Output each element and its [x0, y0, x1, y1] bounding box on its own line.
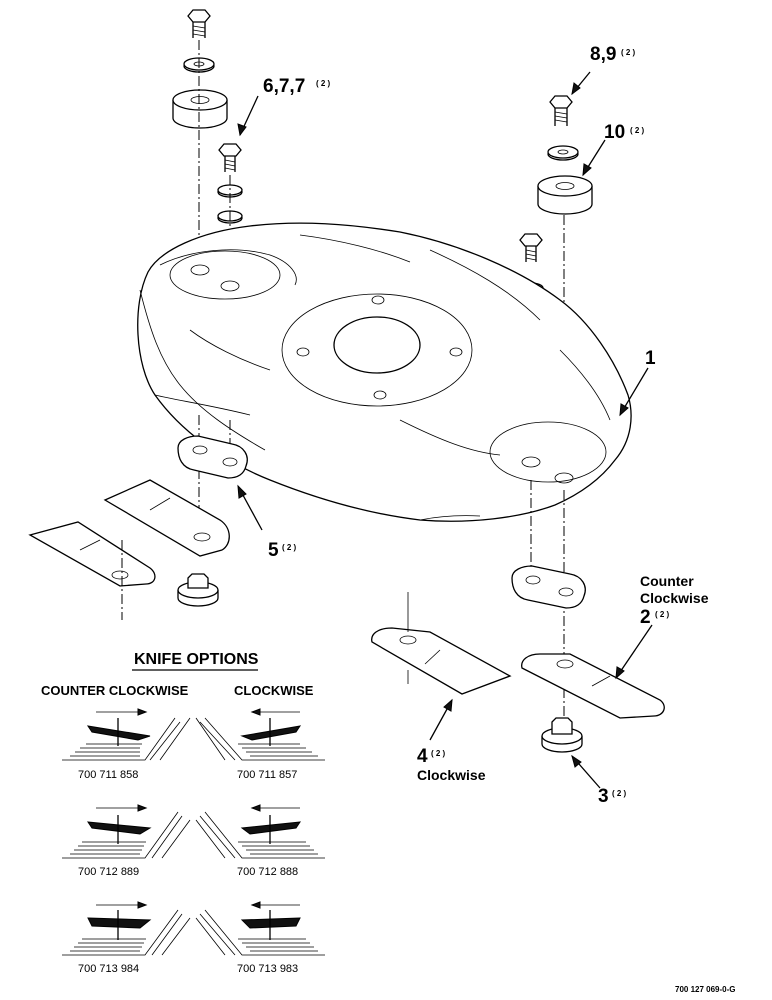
callout-10-qty: ( 2 ) — [630, 126, 645, 135]
knife-option-ccw-3-part: 700 713 984 — [78, 963, 139, 975]
callout-3-number: 3 — [598, 786, 609, 807]
knife-option-ccw-1-part: 700 711 858 — [78, 769, 138, 781]
knife-options-col-right: CLOCKWISE — [234, 683, 314, 698]
right-knife-bolt — [541, 717, 583, 753]
callout-4-desc: Clockwise — [417, 767, 486, 783]
right-knife-holder — [511, 565, 586, 609]
knife-option-cw-3-part: 700 713 983 — [237, 963, 298, 975]
knife-option-cw-2-icon — [195, 804, 325, 859]
callout-1-number: 1 — [645, 348, 656, 369]
left-inner-bolt — [218, 143, 242, 172]
knife-option-cw-3-icon — [195, 901, 325, 956]
knife-option-ccw-1-icon — [62, 708, 191, 761]
knife-option-ccw-2-icon — [62, 804, 191, 859]
leader-2 — [615, 624, 653, 679]
callout-3-qty: ( 2 ) — [612, 789, 627, 798]
callout-8-number: 8,9 — [590, 44, 616, 65]
callout-8-qty: ( 2 ) — [621, 48, 636, 57]
callout-5-number: 5 — [268, 540, 279, 561]
clockwise-knife — [371, 627, 512, 695]
right-outer-bolt — [549, 95, 573, 126]
callout-6-qty: ( 2 ) — [316, 79, 331, 88]
knife-option-cw-2-part: 700 712 888 — [237, 866, 298, 878]
knife-option-ccw-3-icon — [62, 901, 191, 956]
callout-6-number: 6,7,7 — [263, 76, 305, 97]
left-outer-bolt — [187, 9, 211, 38]
counter-clockwise-knife — [521, 653, 665, 719]
knife-options-col-left: COUNTER CLOCKWISE — [41, 683, 189, 698]
callout-2-line1: Counter — [640, 573, 694, 589]
left-spacer — [172, 89, 228, 129]
knife-option-ccw-2-part: 700 712 889 — [78, 866, 139, 878]
callout-4-number: 4 — [417, 746, 428, 767]
right-inner-bolt — [519, 233, 543, 262]
knife-option-cw-1-part: 700 711 857 — [237, 769, 297, 781]
left-knife-bolt — [177, 573, 219, 607]
callout-4-qty: ( 2 ) — [431, 749, 446, 758]
knife-options-title: KNIFE OPTIONS — [134, 651, 259, 668]
callout-2-line2: Clockwise — [640, 590, 709, 606]
left-upper-knife — [103, 479, 230, 557]
left-knife-holder — [177, 435, 248, 479]
left-lower-knife — [28, 521, 156, 587]
knife-option-cw-1-icon — [195, 708, 325, 761]
drawing-number: 700 127 069-0-G — [675, 985, 736, 994]
cutter-disc — [137, 222, 632, 522]
callout-2-number: 2 — [640, 607, 651, 628]
right-spacer — [537, 175, 593, 215]
callout-10-number: 10 — [604, 122, 625, 143]
callout-5-qty: ( 2 ) — [282, 543, 297, 552]
right-outer-washer — [547, 145, 579, 161]
callout-2-qty: ( 2 ) — [655, 610, 670, 619]
